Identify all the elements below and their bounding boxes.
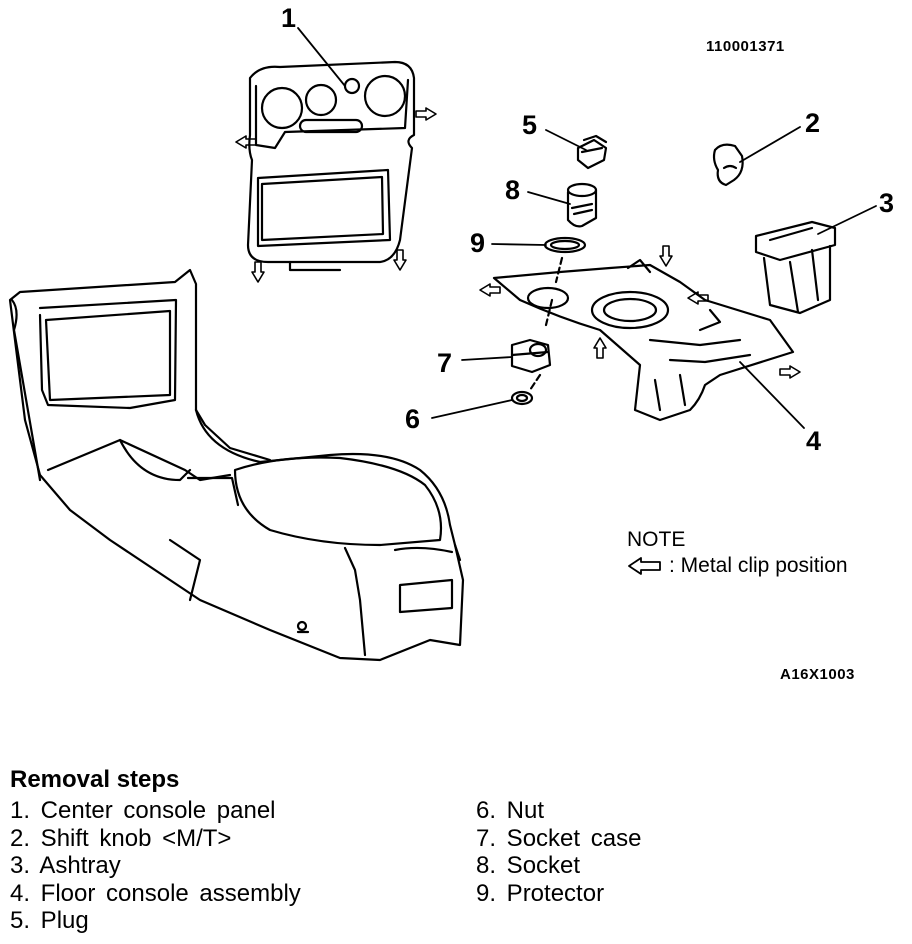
- exploded-parts-diagram: [8, 27, 877, 662]
- note-legend-text: : Metal clip position: [669, 554, 848, 577]
- metal-clip-arrows: [235, 107, 801, 379]
- leader-lines: [297, 27, 877, 429]
- note-title: NOTE: [627, 528, 686, 551]
- removal-steps-title: Removal steps: [10, 766, 180, 793]
- removal-step: 5. Plug: [10, 907, 89, 934]
- hollow-arrow-icon: [628, 557, 661, 575]
- socket-case-part: [510, 338, 552, 374]
- removal-step: 4. Floor console assembly: [10, 879, 301, 907]
- callout-9: 9: [470, 228, 486, 258]
- callout-6: 6: [405, 404, 421, 434]
- callout-8: 8: [505, 175, 521, 205]
- shift-knob-part: [712, 143, 744, 187]
- ashtray-part: [754, 220, 837, 315]
- drawing-code: A16X1003: [780, 666, 855, 683]
- removal-step: 7. Socket case: [476, 824, 642, 852]
- callout-3: 3: [879, 188, 895, 218]
- nut-part: [510, 390, 534, 406]
- plug-part: [576, 134, 608, 170]
- callout-4: 4: [806, 426, 822, 456]
- protector-part: [543, 236, 587, 254]
- removal-step: 3. Ashtray: [10, 852, 121, 879]
- callout-2: 2: [805, 108, 821, 138]
- removal-steps-right: 6. Nut 7. Socket case 8. Socket 9. Prote…: [476, 797, 641, 907]
- callout-7: 7: [437, 348, 453, 378]
- removal-step: 1. Center console panel: [10, 797, 276, 824]
- center-console-body: [8, 268, 465, 662]
- note-legend: : Metal clip position: [627, 554, 848, 578]
- figure-code: 110001371: [706, 38, 785, 55]
- callout-1: 1: [281, 3, 297, 33]
- removal-step: 9. Protector: [476, 879, 605, 907]
- callout-5: 5: [522, 110, 538, 140]
- removal-step: 2. Shift knob <M/T>: [10, 824, 232, 852]
- floor-console-assembly-part: [492, 258, 795, 422]
- removal-step: 6. Nut: [476, 797, 545, 824]
- removal-steps-left: 1. Center console panel 2. Shift knob <M…: [10, 797, 301, 935]
- center-console-panel-part: [246, 60, 416, 272]
- socket-part: [566, 182, 598, 228]
- removal-step: 8. Socket: [476, 852, 581, 879]
